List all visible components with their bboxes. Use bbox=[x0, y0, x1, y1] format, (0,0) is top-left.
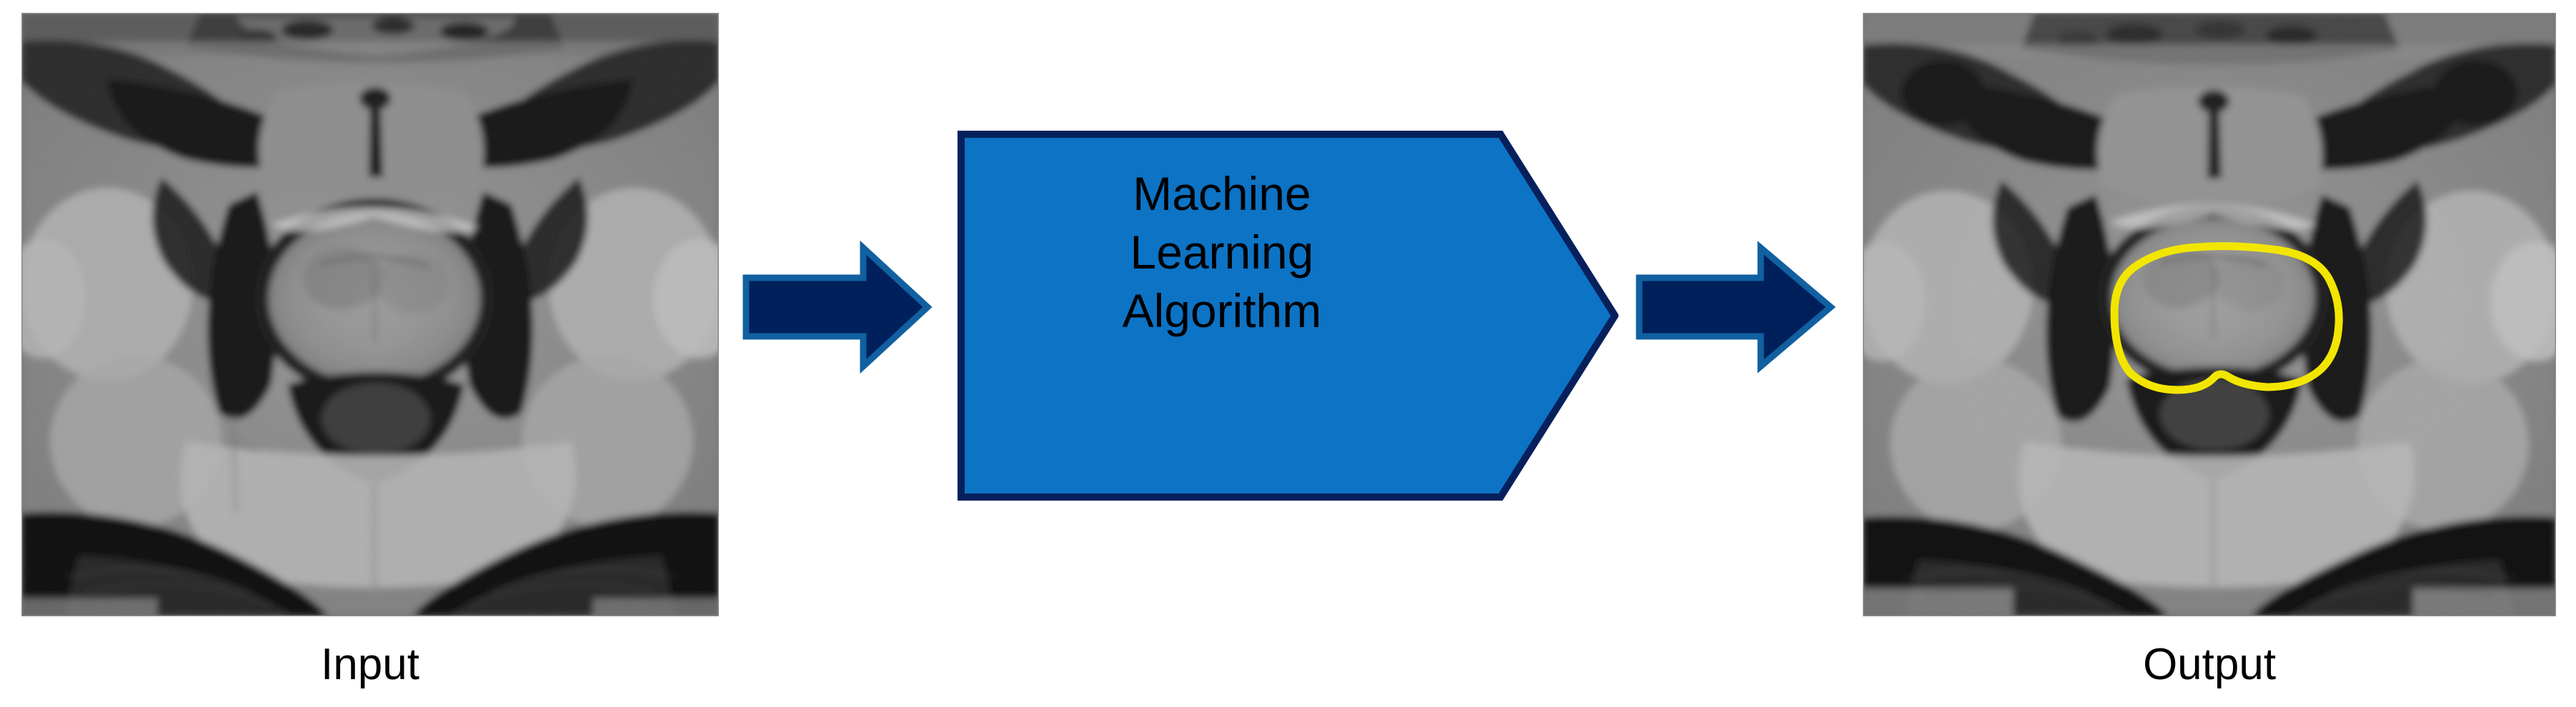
machine-learning-algorithm-label: Machine Learning Algorithm bbox=[958, 164, 1486, 340]
machine-learning-algorithm-box bbox=[958, 131, 1618, 501]
pentagon-shape bbox=[958, 131, 1618, 501]
input-mri-render bbox=[21, 13, 719, 616]
ml-line-1: Machine bbox=[1133, 167, 1311, 220]
input-caption: Input bbox=[321, 640, 419, 689]
ml-line-3: Algorithm bbox=[1122, 284, 1322, 337]
arrow-input-to-algorithm bbox=[742, 240, 933, 374]
arrow-right-icon bbox=[1636, 241, 1836, 373]
input-mri-image bbox=[21, 13, 719, 616]
output-mri-render bbox=[1863, 13, 2556, 616]
arrow-right-icon bbox=[742, 240, 933, 374]
output-mri-image bbox=[1863, 13, 2556, 616]
output-caption: Output bbox=[2142, 640, 2277, 689]
ml-line-2: Learning bbox=[1130, 226, 1314, 279]
arrow-algorithm-to-output bbox=[1636, 241, 1836, 373]
prostate-contour bbox=[2110, 242, 2343, 394]
